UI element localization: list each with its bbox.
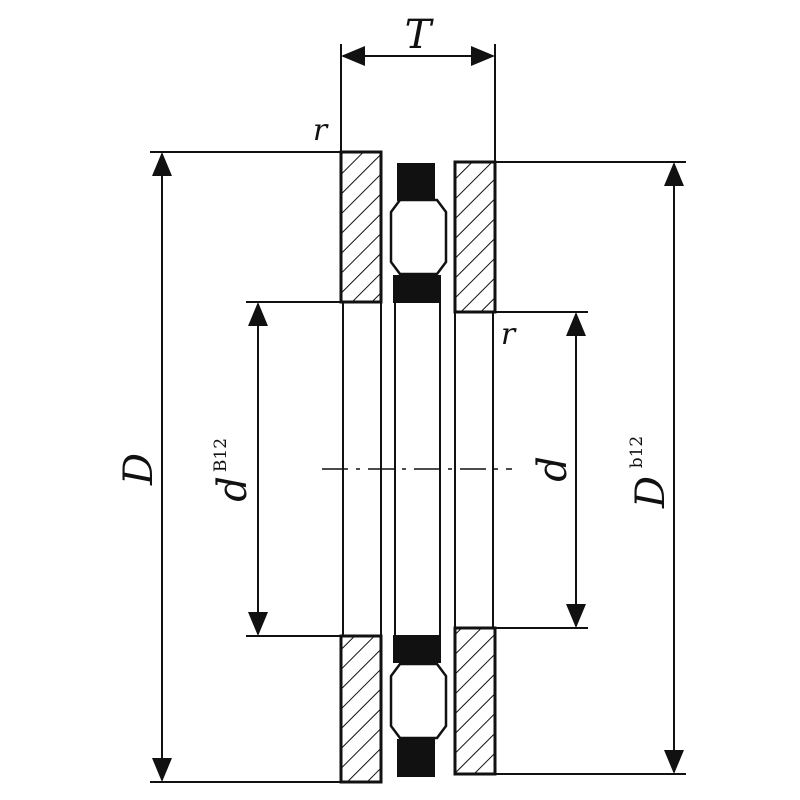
roller-top [389,198,448,276]
label-T: T [405,12,435,58]
label-d-B12-superscript: B12 [211,438,231,472]
left-washer-top-section [339,150,383,304]
label-r-top: r [313,113,329,148]
label-r-mid: r [501,317,517,352]
dimension-d-B12 [246,301,343,637]
dimension-d [493,311,588,629]
label-D-b12-superscript: b12 [627,436,647,469]
right-washer [453,160,497,776]
label-D-b12: D [628,476,674,509]
right-washer-top-section [453,160,497,314]
label-D: D [116,453,162,486]
roller-bottom [389,662,448,740]
cage-top-upper [397,163,435,201]
left-washer [339,150,383,784]
label-d-B12: d [210,476,256,502]
label-d: d [530,456,576,482]
roller-cage-bottom [389,635,448,777]
cage-top-lower [393,275,441,303]
right-washer-bottom-section [453,626,497,776]
dimension-D-b12 [495,161,686,775]
cage-bottom-lower [397,739,435,777]
roller-cage-top [389,163,448,303]
left-washer-bottom-section [339,634,383,784]
dimension-T [340,44,496,162]
dimension-D [150,151,341,783]
cage-bottom-upper [393,635,441,663]
